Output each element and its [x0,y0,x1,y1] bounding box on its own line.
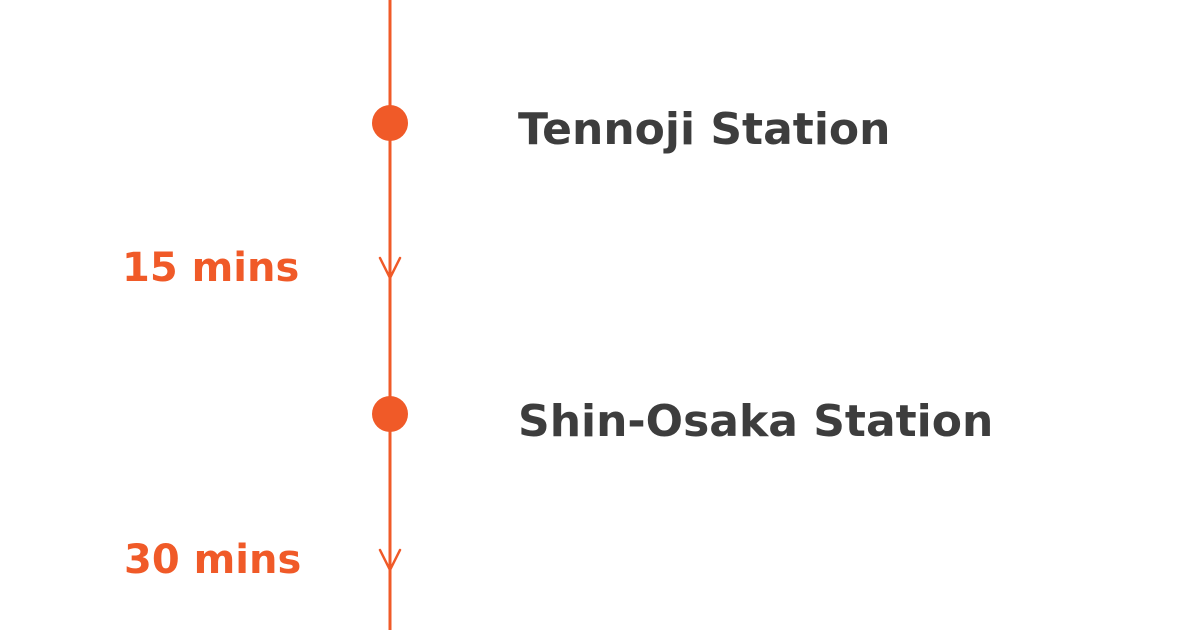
direction-arrow-down-icon [378,548,402,572]
direction-arrow-down-icon [378,256,402,280]
segment-duration-1: 15 mins [122,245,300,291]
station-dot-shin-osaka [372,396,408,432]
station-name-shin-osaka: Shin-Osaka Station [518,396,994,447]
station-name-tennoji: Tennoji Station [518,104,891,155]
station-dot-tennoji [372,105,408,141]
segment-duration-2: 30 mins [124,537,302,583]
